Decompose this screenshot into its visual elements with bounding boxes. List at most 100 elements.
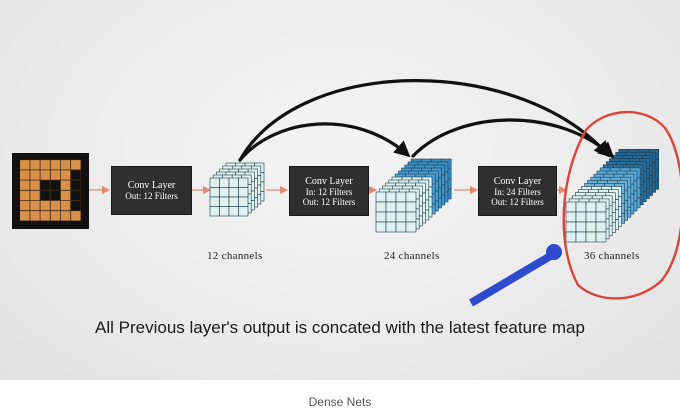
feature-cell xyxy=(219,196,230,207)
feature-cell xyxy=(565,221,577,233)
feature-cell xyxy=(385,201,397,213)
feature-map-24 xyxy=(375,158,452,233)
input-pixel xyxy=(70,170,81,180)
input-pixel xyxy=(60,170,71,180)
feature-cell xyxy=(595,211,607,223)
input-pixel xyxy=(60,180,71,191)
feature-cell xyxy=(209,206,220,217)
input-pixel xyxy=(50,170,61,180)
feature-cell xyxy=(228,206,239,217)
feature-cell xyxy=(375,201,387,213)
input-pixel xyxy=(40,180,51,191)
feature-cell xyxy=(595,221,607,233)
input-pixel xyxy=(70,210,81,221)
skip-arrow-12-to-36 xyxy=(238,79,611,162)
feature-cell xyxy=(575,211,587,223)
feature-cell xyxy=(385,211,397,223)
feature-cell xyxy=(385,221,397,233)
feature-cell xyxy=(219,177,230,188)
feature-cell xyxy=(219,206,230,217)
feature-cell xyxy=(385,191,397,203)
input-pixel xyxy=(30,200,40,211)
diagram-caption: All Previous layer's output is concated … xyxy=(95,318,585,337)
input-pixel xyxy=(50,200,61,211)
channel-label-36: 36 channels xyxy=(584,250,640,262)
input-pixel xyxy=(30,210,40,221)
input-pixel xyxy=(60,190,71,201)
conv-layer-1: Conv Layer Out: 12 Filters xyxy=(111,166,192,215)
input-image xyxy=(12,153,89,229)
pointer-icon xyxy=(468,244,562,307)
feature-cell xyxy=(585,231,597,243)
conv-layer-3: Conv Layer In: 24 Filters Out: 12 Filter… xyxy=(478,166,557,216)
conv-layer-3-title: Conv Layer xyxy=(493,175,542,187)
input-pixel xyxy=(19,170,30,180)
feature-cell xyxy=(228,187,239,198)
feature-cell xyxy=(405,201,417,213)
figure-caption: Dense Nets xyxy=(308,395,372,409)
feature-cell xyxy=(405,191,417,203)
input-pixel xyxy=(50,210,61,221)
input-pixel xyxy=(30,180,40,191)
feature-cell xyxy=(565,211,577,223)
conv-layer-2-title: Conv Layer xyxy=(305,175,353,187)
input-pixel xyxy=(70,159,81,170)
input-pixel xyxy=(50,180,61,191)
input-pixel xyxy=(30,170,40,180)
feature-cell xyxy=(219,187,230,198)
feature-cell xyxy=(565,201,577,213)
feature-cell xyxy=(209,196,220,207)
input-pixel xyxy=(19,210,30,221)
conv-layer-3-in: In: 24 Filters xyxy=(494,186,541,197)
diagram-graphics xyxy=(12,79,680,307)
input-pixel xyxy=(40,190,51,201)
input-pixel xyxy=(50,190,61,201)
input-pixel xyxy=(60,159,71,170)
feature-cell xyxy=(238,187,249,198)
input-pixel xyxy=(40,159,51,170)
conv-layer-2-out: Out: 12 Filters xyxy=(302,196,356,207)
input-pixel xyxy=(70,180,81,191)
conv-layer-3-out: Out: 12 Filters xyxy=(491,196,544,207)
input-pixel xyxy=(19,200,30,211)
feature-cell xyxy=(575,221,587,233)
input-pixel xyxy=(19,180,30,191)
input-pixel xyxy=(30,159,40,170)
feature-cell xyxy=(228,177,239,188)
skip-connections xyxy=(238,79,615,162)
feature-cell xyxy=(209,187,220,198)
feature-cell xyxy=(395,211,407,223)
input-pixel xyxy=(60,200,71,211)
input-pixel xyxy=(40,170,51,180)
feature-cell xyxy=(595,231,607,243)
input-pixel xyxy=(40,210,51,221)
input-pixel xyxy=(70,200,81,211)
dense-net-diagram: Conv Layer Out: 12 Filters Conv Layer In… xyxy=(0,0,680,380)
conv-layer-1-title: Conv Layer xyxy=(127,180,176,191)
feature-cell xyxy=(238,177,249,188)
feature-cell xyxy=(405,221,417,233)
feature-cell xyxy=(585,201,597,213)
feature-cell xyxy=(405,211,417,223)
feature-cell xyxy=(238,206,249,217)
skip-arrow-24-to-36 xyxy=(411,118,615,159)
feature-cell xyxy=(585,211,597,223)
feature-cell xyxy=(375,221,387,233)
feature-cell xyxy=(395,221,407,233)
conv-layer-2-in: In: 12 Filters xyxy=(305,186,353,197)
input-pixel xyxy=(50,159,61,170)
input-pixel xyxy=(60,210,71,221)
feature-cell xyxy=(565,231,577,243)
highlight-circle xyxy=(562,110,680,300)
feature-cell xyxy=(209,177,220,188)
feature-cell xyxy=(585,221,597,233)
feature-cell xyxy=(375,211,387,223)
feature-cell xyxy=(375,191,387,203)
input-pixel xyxy=(19,190,30,201)
feature-map-36 xyxy=(565,149,660,243)
input-pixel xyxy=(19,159,30,170)
conv-layer-1-out: Out: 12 Filters xyxy=(125,191,178,201)
channel-label-24: 24 channels xyxy=(384,250,440,262)
skip-arrow-12-to-24 xyxy=(238,122,411,162)
feature-map-12 xyxy=(209,162,265,217)
